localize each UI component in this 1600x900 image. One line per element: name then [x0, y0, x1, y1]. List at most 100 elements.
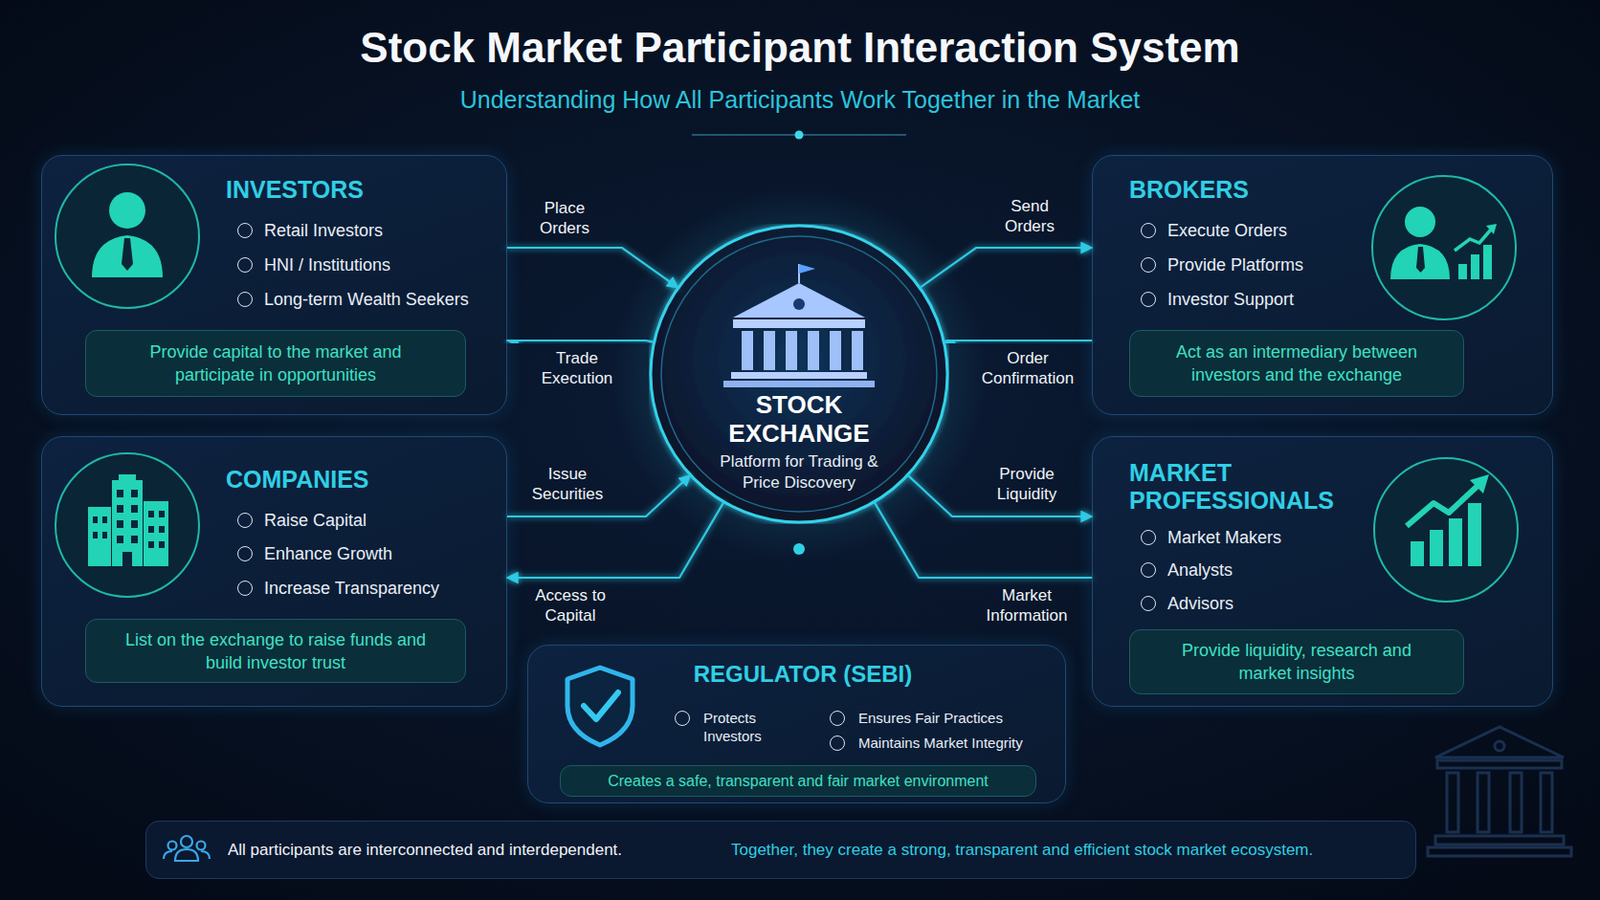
- broker-icon: [1372, 176, 1516, 320]
- participant-box: INVESTORSRetail InvestorsHNI / Instituti…: [41, 155, 508, 416]
- exchange-building-icon: [799, 264, 816, 274]
- market-professional-icon: [1374, 458, 1518, 602]
- watermark-building: [1477, 773, 1489, 833]
- bullet-text: Long-term Wealth Seekers: [264, 288, 533, 312]
- company-icon: [55, 453, 200, 598]
- title-separator: [691, 133, 907, 136]
- exchange-heading: STOCK EXCHANGE: [712, 390, 886, 448]
- description-text: List on the exchange to raise funds and …: [118, 628, 433, 675]
- company-icon: [116, 505, 124, 513]
- exchange-building-icon: [807, 331, 820, 371]
- watermark-building: [1427, 727, 1572, 857]
- bullet-text: Execute Orders: [1167, 219, 1398, 243]
- broker-icon: [1372, 176, 1516, 320]
- box-heading: REGULATOR (SEBI): [659, 659, 947, 690]
- company-icon: [102, 516, 108, 524]
- company-icon: [92, 532, 98, 539]
- footer-people-icon: [168, 842, 178, 851]
- connector-arrow: [873, 502, 1092, 578]
- bullet-text: Provide Platforms: [1167, 253, 1398, 277]
- market-professional-icon: [1469, 474, 1489, 494]
- company-icon: [158, 511, 165, 518]
- exchange-ring: [650, 225, 948, 523]
- connector-arrow: [507, 502, 725, 578]
- bullet-text: Increase Transparency: [264, 577, 533, 600]
- exchange-building-icon: [793, 298, 805, 311]
- company-icon: [102, 532, 108, 539]
- exchange-building-icon: [723, 264, 875, 388]
- exchange-building-icon: [763, 331, 776, 371]
- company-icon: [131, 489, 138, 498]
- company-icon: [148, 526, 155, 534]
- watermark-building: [1446, 773, 1459, 833]
- company-icon: [148, 511, 155, 518]
- edge-label: Access to Capital: [522, 585, 619, 626]
- bullet-text: Maintains Market Integrity: [858, 733, 1050, 753]
- subtitle-label: Understanding How All Participants Work …: [0, 85, 1600, 114]
- broker-icon: [1390, 244, 1450, 280]
- investor-icon: [109, 192, 146, 229]
- company-icon: [158, 541, 165, 549]
- footer-people-icon: [197, 842, 206, 851]
- company-icon: [118, 474, 136, 483]
- description-text: Creates a safe, transparent and fair mar…: [607, 770, 989, 794]
- connector-arrow: [919, 247, 1092, 289]
- footer-text: Together, they create a strong, transpar…: [731, 840, 1401, 862]
- company-icon: [111, 480, 143, 567]
- regulator-shield-icon: [583, 692, 619, 720]
- description-text: Provide liquidity, research and market i…: [1162, 639, 1431, 686]
- bullet-text: Enhance Growth: [264, 542, 533, 566]
- bullet-text: Ensures Fair Practices: [858, 709, 1050, 728]
- company-icon: [131, 520, 138, 529]
- exchange-circle: STOCK EXCHANGEPlatform for Trading & Pri…: [648, 223, 950, 525]
- bullet-text: Raise Capital: [264, 509, 533, 533]
- participant-box: BROKERSExecute OrdersProvide PlatformsIn…: [1091, 155, 1554, 416]
- company-icon: [92, 516, 98, 524]
- connector-arrow: [943, 340, 1092, 343]
- broker-icon: [1454, 229, 1491, 251]
- market-professional-icon: [1448, 518, 1463, 567]
- exchange-building-icon: [733, 319, 866, 329]
- regulator-shield-icon: [567, 667, 633, 746]
- market-professional-icon: [1410, 541, 1424, 567]
- market-professional-icon: [1406, 486, 1478, 527]
- participant-box: COMPANIESRaise CapitalEnhance GrowthIncr…: [41, 436, 508, 708]
- footer-people-icon: [163, 851, 173, 860]
- company-icon: [122, 552, 133, 567]
- bullet-text: Analysts: [1167, 558, 1398, 582]
- investor-icon: [91, 235, 163, 278]
- broker-icon: [1470, 254, 1480, 280]
- market-professional-icon: [1467, 503, 1482, 567]
- edge-label: Market Information: [978, 585, 1075, 626]
- exchange-subtext: Platform for Trading & Price Discovery: [714, 451, 884, 494]
- bullet-text: HNI / Institutions: [264, 253, 533, 277]
- title-separator: [795, 131, 804, 140]
- company-icon: [88, 507, 112, 567]
- edge-label: Trade Execution: [529, 348, 625, 389]
- exchange-building-icon: [798, 264, 800, 284]
- footer-people-icon: [175, 849, 199, 862]
- investor-icon: [55, 164, 200, 309]
- company-icon: [116, 535, 124, 544]
- exchange-inner-ring: [661, 236, 937, 512]
- broker-icon: [1483, 244, 1492, 280]
- footer-people-icon: [200, 851, 210, 860]
- watermark-building: [1540, 773, 1553, 833]
- description-box: List on the exchange to raise funds and …: [85, 619, 467, 684]
- watermark-building: [1437, 760, 1562, 769]
- connector-arrow: [507, 247, 679, 289]
- description-text: Act as an intermediary between investors…: [1162, 340, 1431, 387]
- box-heading: BROKERS: [1129, 173, 1378, 206]
- company-icon: [55, 453, 200, 598]
- exchange-building-icon: [829, 331, 842, 371]
- exchange-building-icon: [723, 380, 875, 388]
- footer-people-icon: [163, 836, 210, 862]
- connector-arrow: [507, 340, 655, 343]
- diagram-title: Stock Market Participant Interaction Sys…: [0, 21, 1600, 75]
